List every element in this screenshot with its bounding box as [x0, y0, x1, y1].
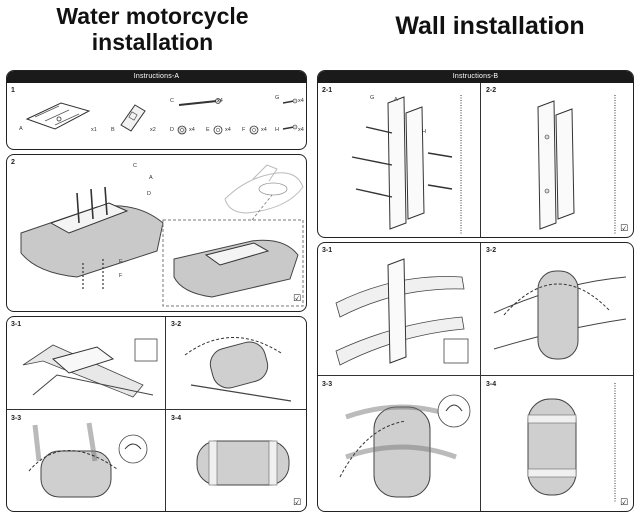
step-b-2-2-check-icon: ☑	[620, 223, 629, 233]
panel-instructions-b-step-2: Instructions-B 2-1 2-2 G A H ☑	[317, 70, 634, 238]
step-b-3-4-number: 3-4	[486, 381, 497, 388]
callout-d: D	[147, 191, 151, 197]
part-d-nut-illustration	[177, 125, 187, 135]
step-3-4-check-icon: ☑	[293, 497, 302, 507]
step-b-3-1-number: 3-1	[322, 247, 333, 254]
a-3-2-bottle-illustration	[184, 337, 292, 402]
callout-c: C	[133, 163, 137, 169]
panel-b-title: Instructions-B	[318, 71, 633, 83]
step-b-3-4-check-icon: ☑	[620, 497, 629, 507]
part-f-qty: x4	[261, 127, 267, 133]
part-h-qty: x4	[298, 127, 304, 133]
step-b-2-1-number: 2-1	[322, 87, 333, 94]
callout-h: H	[422, 129, 426, 135]
panel-b3-divider-v	[480, 243, 481, 511]
b-2-1-bracket-illustration	[351, 96, 453, 230]
callout-f: F	[119, 273, 123, 279]
b-2-2-mounted-illustration	[537, 100, 575, 230]
callout-a: A	[149, 175, 153, 181]
panel-b3-divider-h	[318, 375, 633, 376]
part-d-letter: D	[170, 127, 174, 133]
b-3-4-wall-line	[614, 383, 616, 503]
part-h-screw-illustration	[282, 124, 298, 130]
part-b-qty: x2	[150, 127, 156, 133]
part-a-letter: A	[19, 126, 23, 132]
part-f-washer-illustration	[249, 125, 259, 135]
step-3-3-number: 3-3	[11, 415, 22, 422]
a-3-3-strapping-illustration	[28, 422, 148, 498]
b-3-3-strapping-illustration	[339, 394, 471, 498]
b-3-4-finished-illustration	[527, 398, 577, 496]
b-2-1-wall-line	[460, 95, 462, 235]
part-g-screw-illustration	[282, 98, 298, 104]
part-b-clip-illustration	[120, 104, 146, 132]
heading-water-motorcycle: Water motorcycle installation	[56, 3, 249, 55]
part-a-bracket-illustration	[25, 102, 91, 130]
part-e-washer-illustration	[213, 125, 223, 135]
step-b-2-2-number: 2-2	[486, 87, 497, 94]
part-b-letter: B	[111, 127, 115, 133]
b-2-2-wall-line	[614, 95, 616, 235]
step-3-4-number: 3-4	[171, 415, 182, 422]
callout-g: G	[370, 95, 375, 101]
a-3-1-straps-illustration	[22, 338, 158, 398]
a-3-4-finished-illustration	[196, 440, 290, 486]
step-1-number: 1	[11, 87, 15, 94]
part-f-letter: F	[242, 127, 246, 133]
panel-b2-divider-v	[480, 83, 481, 237]
part-a-qty: x1	[91, 127, 97, 133]
step-3-2-number: 3-2	[171, 321, 182, 328]
step-b-3-3-number: 3-3	[322, 381, 333, 388]
panel-a3-divider-v	[165, 317, 166, 511]
part-h-letter: H	[275, 127, 279, 133]
part-c-qty: x4	[217, 98, 223, 104]
panel-a-title: Instructions-A	[7, 71, 306, 83]
panel-instructions-a-parts: Instructions-A 1 A x1 B x2 C x4 D x4 E x…	[6, 70, 307, 150]
panel-a-step-3: 3-1 3-2 3-3 3-4 ☑	[6, 316, 307, 512]
part-e-letter: E	[206, 127, 210, 133]
part-g-letter: G	[275, 95, 280, 101]
b-3-2-bottle-illustration	[493, 270, 627, 360]
step-b-3-2-number: 3-2	[486, 247, 497, 254]
b-3-1-straps-illustration	[335, 258, 469, 366]
callout-e: E	[119, 259, 123, 265]
step-2-check-icon: ☑	[293, 293, 302, 303]
jet-ski-illustration	[224, 164, 304, 214]
panel-b-step-3: 3-1 3-2 3-3 3-4 ☑	[317, 242, 634, 512]
part-c-bolt-illustration	[178, 98, 221, 106]
callout-a-wall: A	[394, 97, 398, 103]
part-g-qty: x4	[298, 98, 304, 104]
panel-a3-divider-h	[7, 409, 306, 410]
deck-plate-illustration	[20, 186, 164, 289]
part-c-letter: C	[170, 98, 174, 104]
part-e-qty: x4	[225, 127, 231, 133]
part-d-qty: x4	[189, 127, 195, 133]
step-2-number: 2	[11, 159, 15, 166]
heading-wall-installation: Wall installation	[395, 12, 585, 40]
panel-a-step-2: 2 C A D E F ☑	[6, 154, 307, 312]
step-3-1-number: 3-1	[11, 321, 22, 328]
inset-dashed-box	[162, 194, 304, 307]
